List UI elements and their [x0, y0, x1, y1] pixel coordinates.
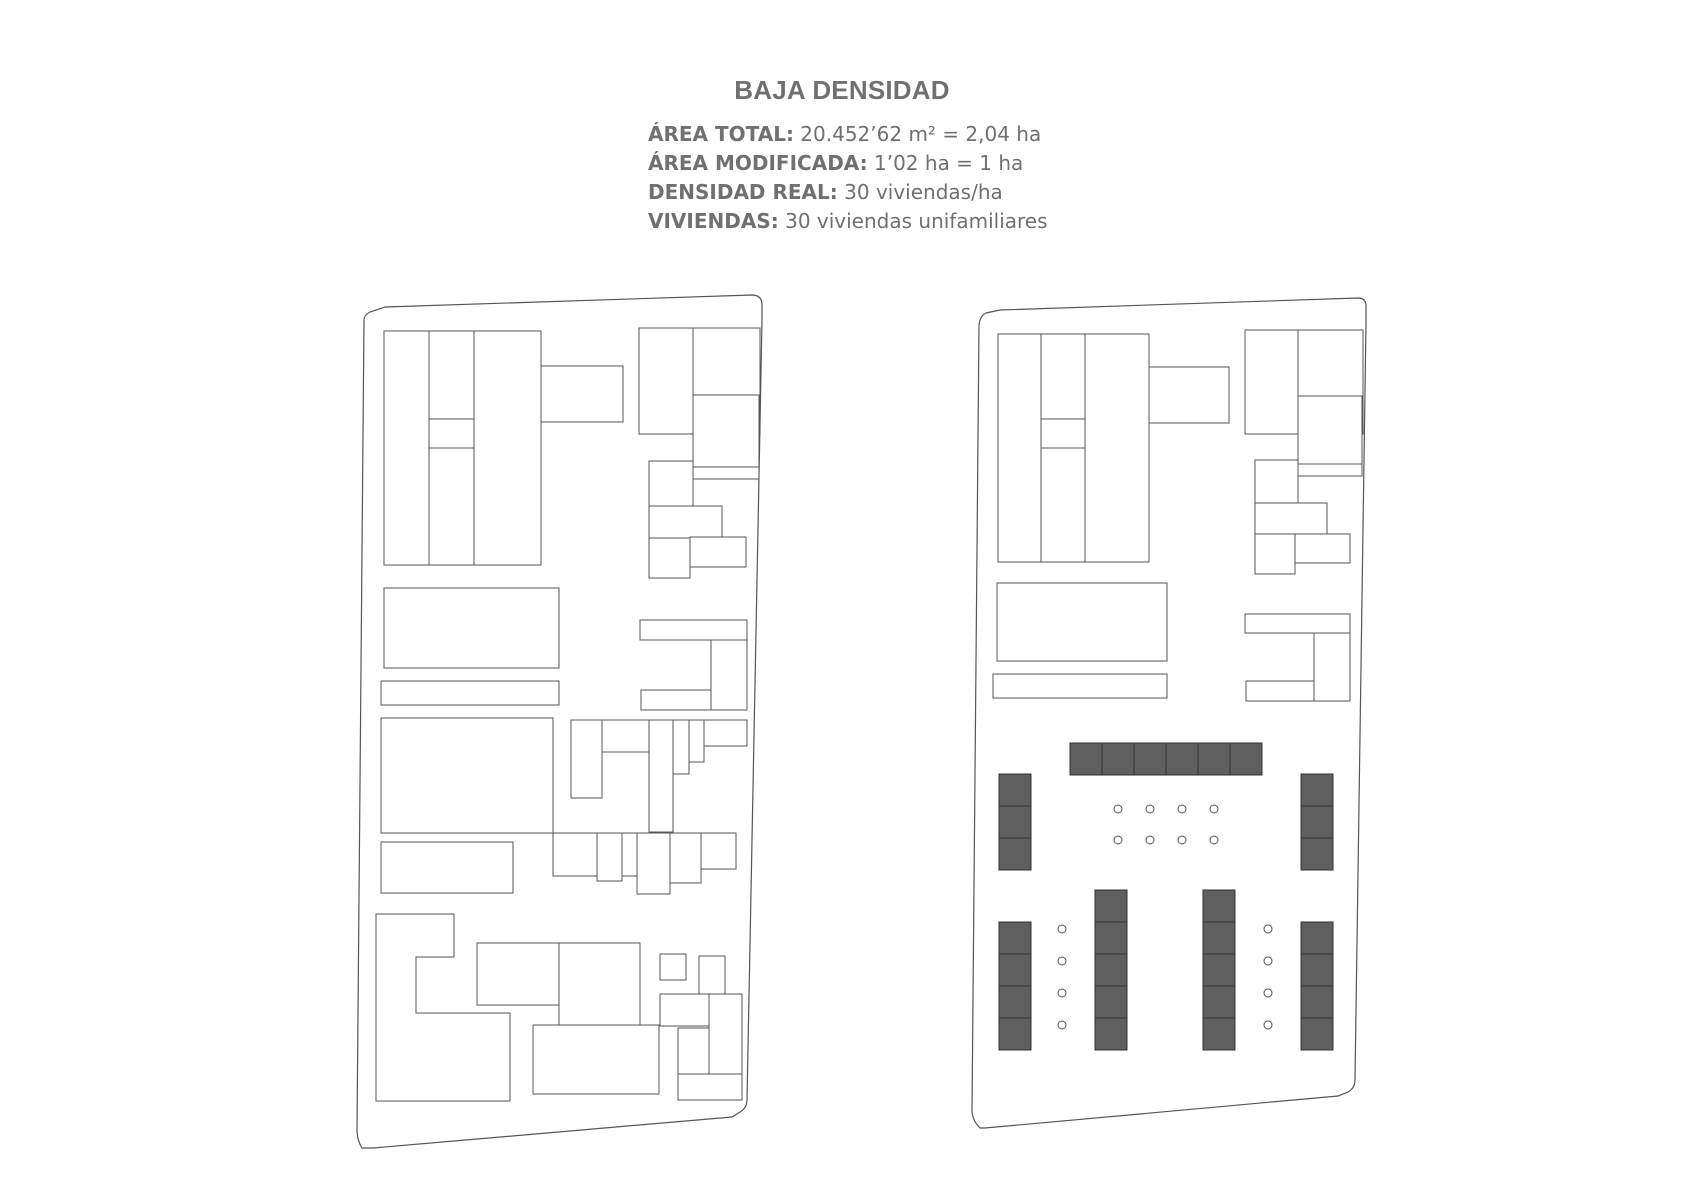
existing-site-plan: [356, 294, 763, 1149]
tree-icon: [1263, 1020, 1273, 1030]
dwelling-unit: [1069, 742, 1103, 776]
stat-value: 1’02 ha = 1 ha: [867, 151, 1024, 175]
dwelling-unit: [1094, 985, 1128, 1019]
tree-icon: [1145, 835, 1155, 845]
tree-icon: [1057, 988, 1067, 998]
dwelling-unit: [998, 805, 1032, 839]
dwelling-unit: [1202, 953, 1236, 987]
dwelling-unit: [998, 921, 1032, 955]
stat-label: ÁREA MODIFICADA:: [648, 151, 868, 175]
dwelling-unit: [1133, 742, 1167, 776]
dwelling-unit: [1165, 742, 1199, 776]
tree-icon: [1057, 1020, 1067, 1030]
stat-label: DENSIDAD REAL:: [648, 180, 838, 204]
trees: [1057, 804, 1273, 1030]
dwelling-unit: [998, 985, 1032, 1019]
tree-icon: [1057, 956, 1067, 966]
stat-label: VIVIENDAS:: [648, 209, 779, 233]
stat-label: ÁREA TOTAL:: [648, 122, 794, 146]
stat-value: 20.452’62 m² = 2,04 ha: [793, 122, 1042, 146]
dwelling-unit: [998, 1017, 1032, 1051]
dwelling-unit: [1229, 742, 1263, 776]
stat-dwellings: VIVIENDAS: 30 viviendas unifamiliares: [648, 207, 1048, 236]
dwelling-unit: [1202, 985, 1236, 1019]
dwelling-unit: [1094, 921, 1128, 955]
stat-real-density: DENSIDAD REAL: 30 viviendas/ha: [648, 178, 1048, 207]
stat-value: 30 viviendas/ha: [837, 180, 1003, 204]
dwelling-unit: [1094, 889, 1128, 923]
stat-total-area: ÁREA TOTAL: 20.452’62 m² = 2,04 ha: [648, 120, 1048, 149]
tree-icon: [1263, 988, 1273, 998]
dwelling-unit: [1300, 985, 1334, 1019]
dwelling-unit: [1300, 773, 1334, 807]
tree-icon: [1209, 804, 1219, 814]
tree-icon: [1113, 804, 1123, 814]
dwelling-unit: [1101, 742, 1135, 776]
page-title: BAJA DENSIDAD: [734, 75, 950, 105]
dwelling-unit: [1094, 1017, 1128, 1051]
stat-value: 30 viviendas unifamiliares: [778, 209, 1048, 233]
dwelling-unit: [998, 773, 1032, 807]
tree-icon: [1177, 804, 1187, 814]
tree-icon: [1263, 956, 1273, 966]
dwelling-unit: [998, 837, 1032, 871]
tree-icon: [1145, 804, 1155, 814]
new-dwellings: [998, 742, 1334, 1051]
existing-blocks-retained: [992, 329, 1364, 702]
tree-icon: [1263, 924, 1273, 934]
building-blocks: [375, 327, 761, 1102]
dwelling-unit: [1202, 889, 1236, 923]
dwelling-unit: [1300, 1017, 1334, 1051]
dwelling-unit: [1202, 921, 1236, 955]
tree-icon: [1057, 924, 1067, 934]
dwelling-unit: [1094, 953, 1128, 987]
dwelling-unit: [1202, 1017, 1236, 1051]
tree-icon: [1209, 835, 1219, 845]
dwelling-unit: [1300, 837, 1334, 871]
dwelling-unit: [998, 953, 1032, 987]
dwelling-unit: [1197, 742, 1231, 776]
dwelling-unit: [1300, 953, 1334, 987]
dwelling-unit: [1300, 805, 1334, 839]
dwelling-unit: [1300, 921, 1334, 955]
stat-modified-area: ÁREA MODIFICADA: 1’02 ha = 1 ha: [648, 149, 1048, 178]
tree-icon: [1113, 835, 1123, 845]
proposed-site-plan: [971, 297, 1367, 1129]
tree-icon: [1177, 835, 1187, 845]
stats-block: ÁREA TOTAL: 20.452’62 m² = 2,04 ha ÁREA …: [648, 120, 1048, 236]
